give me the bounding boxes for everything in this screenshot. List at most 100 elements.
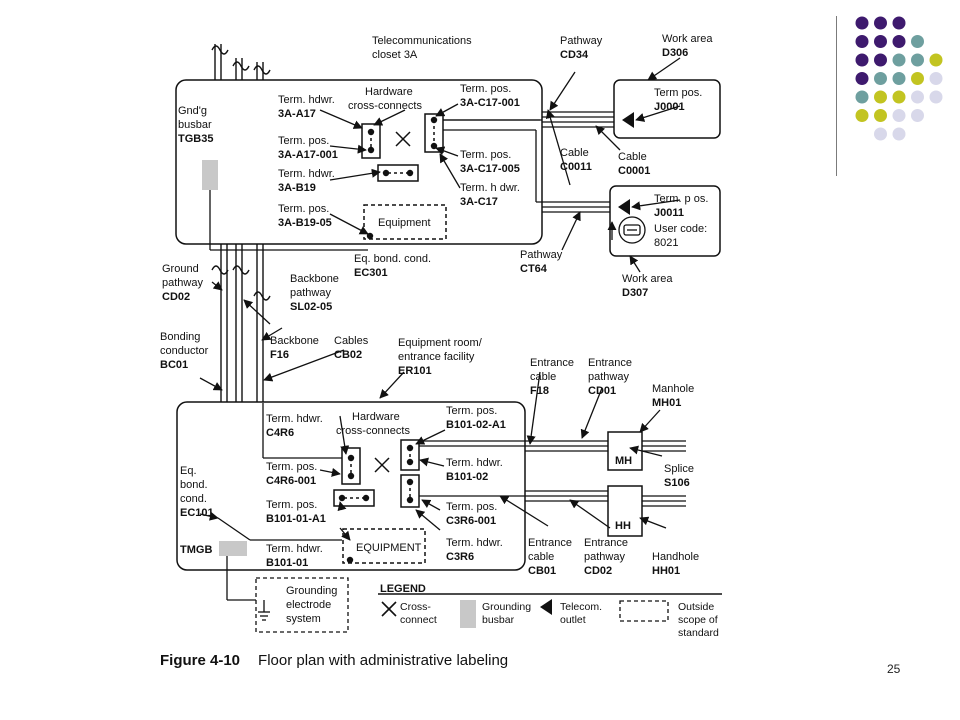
decorative-dot <box>911 109 924 122</box>
grounding-electrode-system <box>255 577 349 633</box>
label-eq-bond-ec301-id: EC301 <box>354 267 388 279</box>
label-bonding-2: conductor <box>160 345 209 357</box>
label-bonding-1: Bonding <box>160 331 200 343</box>
label-mh: MH <box>615 455 632 467</box>
label-equipment-bottom: EQUIPMENT <box>356 542 422 554</box>
decorative-dot <box>892 35 906 48</box>
grounding-busbar-tgb35 <box>202 160 218 190</box>
legend-grounding-1: Grounding <box>482 601 531 613</box>
label-user-code-value: 8021 <box>654 237 678 249</box>
decorative-dot <box>874 16 887 30</box>
label-th-c3r6: Term. hdwr. <box>446 537 503 549</box>
label-entrance-cable-f18-1: Entrance <box>530 357 574 369</box>
label-entrance-pathway-cd02-id: CD02 <box>584 565 612 577</box>
decorative-dot <box>855 109 869 122</box>
label-cables-cb02: Cables <box>334 335 369 347</box>
label-tp-b101-01-a1: Term. pos. <box>266 499 317 511</box>
page-number: 25 <box>887 662 901 676</box>
label-hw-cross-top-1: Hardware <box>365 86 413 98</box>
label-th-3a-b19-id: 3A-B19 <box>278 182 316 194</box>
decorative-dot <box>911 35 924 48</box>
label-tp-3a-c17-005-id: 3A-C17-005 <box>460 163 520 175</box>
decorative-dot <box>855 90 869 104</box>
label-tp-c4r6-001-id: C4R6-001 <box>266 475 316 487</box>
legend-grounding-2: busbar <box>482 614 515 626</box>
decorative-dot <box>874 109 887 122</box>
label-hw-cross-bottom-2: cross-connects <box>336 425 410 437</box>
label-th-3a-a17: Term. hdwr. <box>278 94 335 106</box>
label-backbone-pathway-id: SL02-05 <box>290 301 332 313</box>
legend-cross-connect-2: connect <box>400 614 437 626</box>
label-equip-room-1: Equipment room/ <box>398 337 483 349</box>
handhole-hh01 <box>607 485 643 537</box>
label-eq-bond-ec301: Eq. bond. cond. <box>354 253 431 265</box>
label-handhole-id: HH01 <box>652 565 680 577</box>
label-backbone-pathway-2: pathway <box>290 287 331 299</box>
legend-outside-scope-icon <box>619 600 669 622</box>
label-pathway-cd34: Pathway <box>560 35 603 47</box>
label-work-area-d307-id: D307 <box>622 287 648 299</box>
decorative-dot <box>892 90 906 104</box>
label-cable-c0001: Cable <box>618 151 647 163</box>
label-ground-pathway-id: CD02 <box>162 291 190 303</box>
label-tp-3a-c17-001: Term. pos. <box>460 83 511 95</box>
label-bonding-id: BC01 <box>160 359 188 371</box>
decorative-dot <box>855 72 869 85</box>
label-tp-b101-02-a1-id: B101-02-A1 <box>446 419 506 431</box>
grounding-busbar-tmgb <box>219 541 247 556</box>
label-term-pos-j0011-id: J0011 <box>654 207 684 219</box>
label-manhole-id: MH01 <box>652 397 681 409</box>
label-splice-id: S106 <box>664 477 690 489</box>
label-ground-pathway-1: Ground <box>162 263 199 275</box>
label-term-pos-j0001: Term pos. <box>654 87 702 99</box>
decorative-dot <box>929 53 943 67</box>
label-entrance-cable-cb01-id: CB01 <box>528 565 556 577</box>
telecom-closet-room <box>175 79 543 245</box>
label-ground-pathway-2: pathway <box>162 277 203 289</box>
label-grounding-electrode-2: electrode <box>286 599 331 611</box>
label-eq-bond-1: Eq. <box>180 465 197 477</box>
label-equip-room-2: entrance facility <box>398 351 475 363</box>
label-cable-c0011-id: C0011 <box>560 161 592 173</box>
label-entrance-cable-f18-id: F18 <box>530 385 549 397</box>
label-th-b101-02-id: B101-02 <box>446 471 488 483</box>
decorative-dot <box>911 90 924 104</box>
label-tp-3a-c17-005: Term. pos. <box>460 149 511 161</box>
label-entrance-pathway-cd02-1: Entrance <box>584 537 628 549</box>
label-cable-c0001-id: C0001 <box>618 165 650 177</box>
label-eq-bond-id: EC101 <box>180 507 214 519</box>
label-th-3a-c17: Term. h dwr. <box>460 182 520 194</box>
label-tp-3a-a17-001: Term. pos. <box>278 135 329 147</box>
label-tp-3a-b19-05-id: 3A-B19-05 <box>278 217 332 229</box>
decorative-dot <box>892 16 906 30</box>
figure-number: Figure 4-10 <box>160 652 241 669</box>
label-tp-b101-01-a1-id: B101-01-A1 <box>266 513 326 525</box>
label-eq-bond-3: cond. <box>180 493 207 505</box>
label-th-3a-b19: Term. hdwr. <box>278 168 335 180</box>
label-tp-b101-02-a1: Term. pos. <box>446 405 497 417</box>
label-tp-3a-c17-001-id: 3A-C17-001 <box>460 97 520 109</box>
label-work-area-d306-id: D306 <box>662 47 688 59</box>
label-work-area-d306: Work area <box>662 33 713 45</box>
legend-outside-1: Outside <box>678 601 714 613</box>
label-manhole: Manhole <box>652 383 694 395</box>
legend-title: LEGEND <box>380 583 426 595</box>
label-splice: Splice <box>664 463 694 475</box>
telecom-outlet-j0001 <box>622 112 634 128</box>
work-area-d306 <box>613 79 721 139</box>
label-grounding-electrode-1: Grounding <box>286 585 337 597</box>
label-backbone-f16-id: F16 <box>270 349 289 361</box>
diagram-labels: Telecommunications closet 3A Pathway CD3… <box>160 33 713 625</box>
label-work-area-d307: Work area <box>622 273 673 285</box>
label-hh: HH <box>615 520 631 532</box>
legend-outlet-2: outlet <box>560 614 586 626</box>
label-pathway-ct64-id: CT64 <box>520 263 548 275</box>
label-tc-closet-1: Telecommunications <box>372 35 472 47</box>
telecom-outlet-j0011 <box>618 199 630 215</box>
label-tp-3a-b19-05: Term. pos. <box>278 203 329 215</box>
label-hw-cross-bottom-1: Hardware <box>352 411 400 423</box>
riser-lines <box>211 44 271 403</box>
label-cables-cb02-id: CB02 <box>334 349 362 361</box>
decorative-dot <box>855 53 869 67</box>
